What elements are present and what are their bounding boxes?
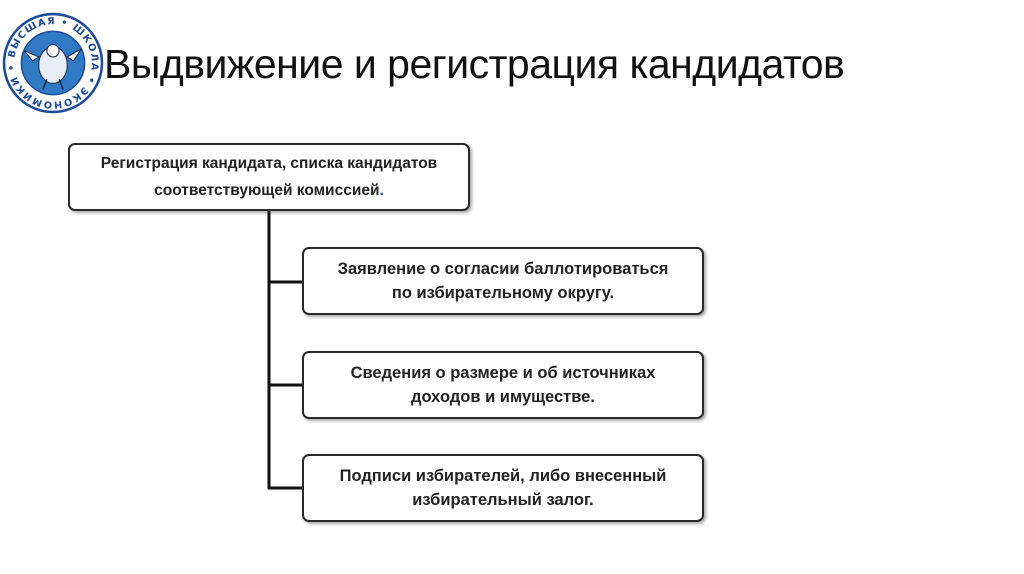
child-node-1: Заявление о согласии баллотироваться по …	[302, 247, 704, 315]
hse-logo: ВЫСШАЯ • ШКОЛА • ЭКОНОМИКИ •	[2, 12, 104, 114]
root-node: Регистрация кандидата, списка кандидатов…	[68, 143, 470, 211]
child-node-1-line2: по избирательному округу.	[391, 284, 615, 302]
logo-figure-icon	[24, 44, 82, 90]
root-node-line1: Регистрация кандидата, списка кандидатов	[100, 155, 438, 172]
child-node-1-line1: Заявление о согласии баллотироваться	[337, 260, 669, 278]
page-title: Выдвижение и регистрация кандидатов	[104, 41, 845, 87]
child-node-3: Подписи избирателей, либо внесенный изби…	[302, 454, 704, 522]
child-node-2: Сведения о размере и об источниках доход…	[302, 351, 704, 419]
child-node-2-line2: доходов и имуществе.	[411, 388, 595, 406]
child-node-3-line2: избирательный залог.	[412, 491, 594, 509]
root-node-line2: соответствующей комиссией	[154, 182, 380, 199]
root-node-dot: .	[379, 182, 384, 199]
child-node-3-line1: Подписи избирателей, либо внесенный	[339, 467, 667, 485]
child-node-2-line1: Сведения о размере и об источниках	[350, 364, 656, 382]
